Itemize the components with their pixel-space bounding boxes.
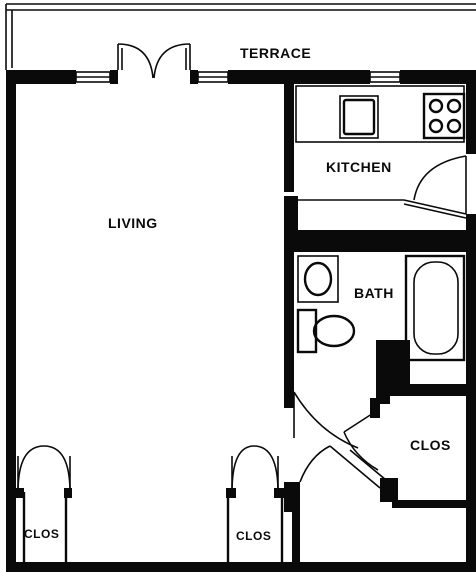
hall-door-swing — [299, 445, 331, 483]
closet-center-door-swing — [231, 445, 279, 493]
wall-bath-closet — [390, 384, 466, 396]
bath-area — [293, 254, 466, 449]
door-right-swing — [153, 43, 191, 79]
wall-top-door-jamb-right — [190, 70, 198, 84]
room-label-kitchen: KITCHEN — [326, 159, 392, 175]
vanity — [297, 255, 339, 303]
room-label-closet-left: CLOS — [24, 527, 59, 541]
kitchen-area — [295, 85, 467, 219]
terrace-area — [5, 3, 476, 70]
closet-left-door-swing — [17, 445, 71, 493]
wall-top-right — [400, 70, 476, 84]
hall-door-leaf — [329, 445, 381, 489]
room-label-living: LIVING — [108, 215, 158, 231]
bathtub — [404, 254, 466, 362]
closet-right-door-leaf — [343, 409, 379, 433]
wall-kitchen-bath-opening — [365, 233, 399, 249]
wall-living-kitchen-upper — [284, 84, 294, 192]
kitchen-door-swing — [413, 155, 467, 201]
kitchen-counter-angle — [403, 199, 467, 215]
wall-right-upper — [466, 84, 476, 154]
burner-icon — [428, 118, 444, 134]
room-label-closet-center: CLOS — [236, 529, 271, 543]
burner-icon — [446, 118, 462, 134]
sink-icon — [342, 98, 376, 136]
toilet-icon — [312, 314, 356, 348]
bath-sink-icon — [303, 261, 333, 297]
wall-hall-jamb — [284, 482, 300, 512]
wall-right-lower — [466, 214, 476, 572]
closet-left-post-r — [64, 488, 72, 498]
room-label-closet-right: CLOS — [410, 437, 451, 453]
toilet-tank — [296, 308, 318, 354]
closet-right — [299, 409, 387, 489]
closet-left — [16, 445, 72, 562]
wall-bottom — [6, 562, 476, 572]
terrace-french-door — [117, 43, 191, 79]
closet-center — [226, 445, 284, 562]
burner-icon — [446, 98, 462, 114]
closet-center-post-r — [274, 488, 284, 498]
door-left-swing — [117, 43, 154, 79]
wall-living-bath — [284, 252, 294, 408]
burner-icon — [428, 98, 444, 114]
room-label-terrace: TERRACE — [240, 45, 311, 61]
wall-top-left — [6, 70, 76, 84]
wall-top-door-jamb-left — [110, 70, 118, 84]
closet-right-door-edge — [349, 449, 387, 481]
exterior-walls — [6, 70, 476, 572]
closet-left-post-l — [16, 488, 24, 498]
sink-rim — [339, 95, 379, 139]
room-label-bath: BATH — [354, 285, 394, 301]
wall-kitchen-bath — [294, 230, 466, 252]
wall-bath-closet-block — [376, 340, 410, 384]
range-icon — [422, 92, 466, 140]
wall-closet-jamb-bottom — [380, 478, 398, 502]
wall-closet-jamb-step — [370, 398, 380, 418]
kitchen-counter-angle-inner — [403, 203, 467, 219]
wall-hall-lower — [292, 508, 300, 564]
closet-center-post-l — [226, 488, 236, 498]
bathtub-basin-icon — [413, 261, 459, 355]
closet-right-door-swing — [343, 431, 379, 471]
wall-left — [6, 84, 16, 572]
interior-walls — [284, 84, 466, 564]
wall-top-mid — [228, 70, 370, 84]
wall-closet-bottom — [392, 500, 466, 508]
